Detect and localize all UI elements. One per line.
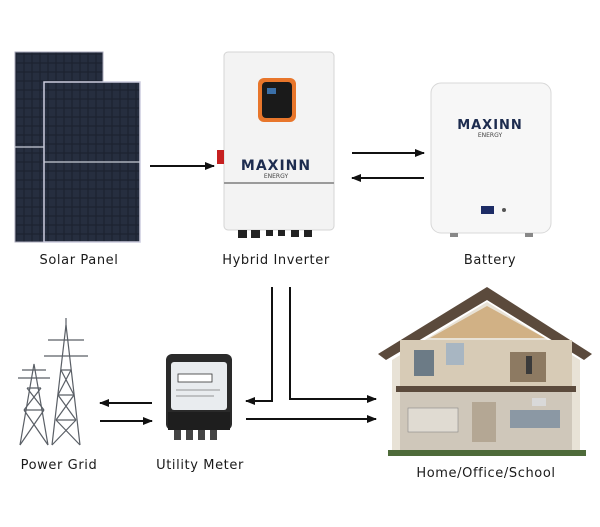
battery-brand-sub: ENERGY (478, 132, 503, 139)
battery-image (430, 82, 552, 237)
hybrid-inverter-label: Hybrid Inverter (222, 253, 330, 268)
power-grid-label: Power Grid (20, 458, 98, 473)
arrow-inverter-to-meter (245, 287, 273, 405)
utility-meter-label: Utility Meter (156, 458, 244, 473)
hybrid-inverter-image (217, 51, 335, 238)
utility-meter-image (166, 354, 232, 440)
home-label: Home/Office/School (416, 466, 556, 481)
inverter-brand: MAXINN (241, 158, 311, 174)
solar-panel-image (14, 51, 141, 243)
power-grid-image (18, 318, 88, 446)
arrow-inverter-to-home (289, 287, 377, 403)
solar-panel-label: Solar Panel (39, 253, 119, 268)
home-image (378, 287, 592, 456)
battery-brand: MAXINN (457, 118, 523, 133)
flow-arrows (99, 149, 425, 425)
inverter-brand-sub: ENERGY (264, 173, 289, 180)
battery-label: Battery (463, 253, 517, 268)
